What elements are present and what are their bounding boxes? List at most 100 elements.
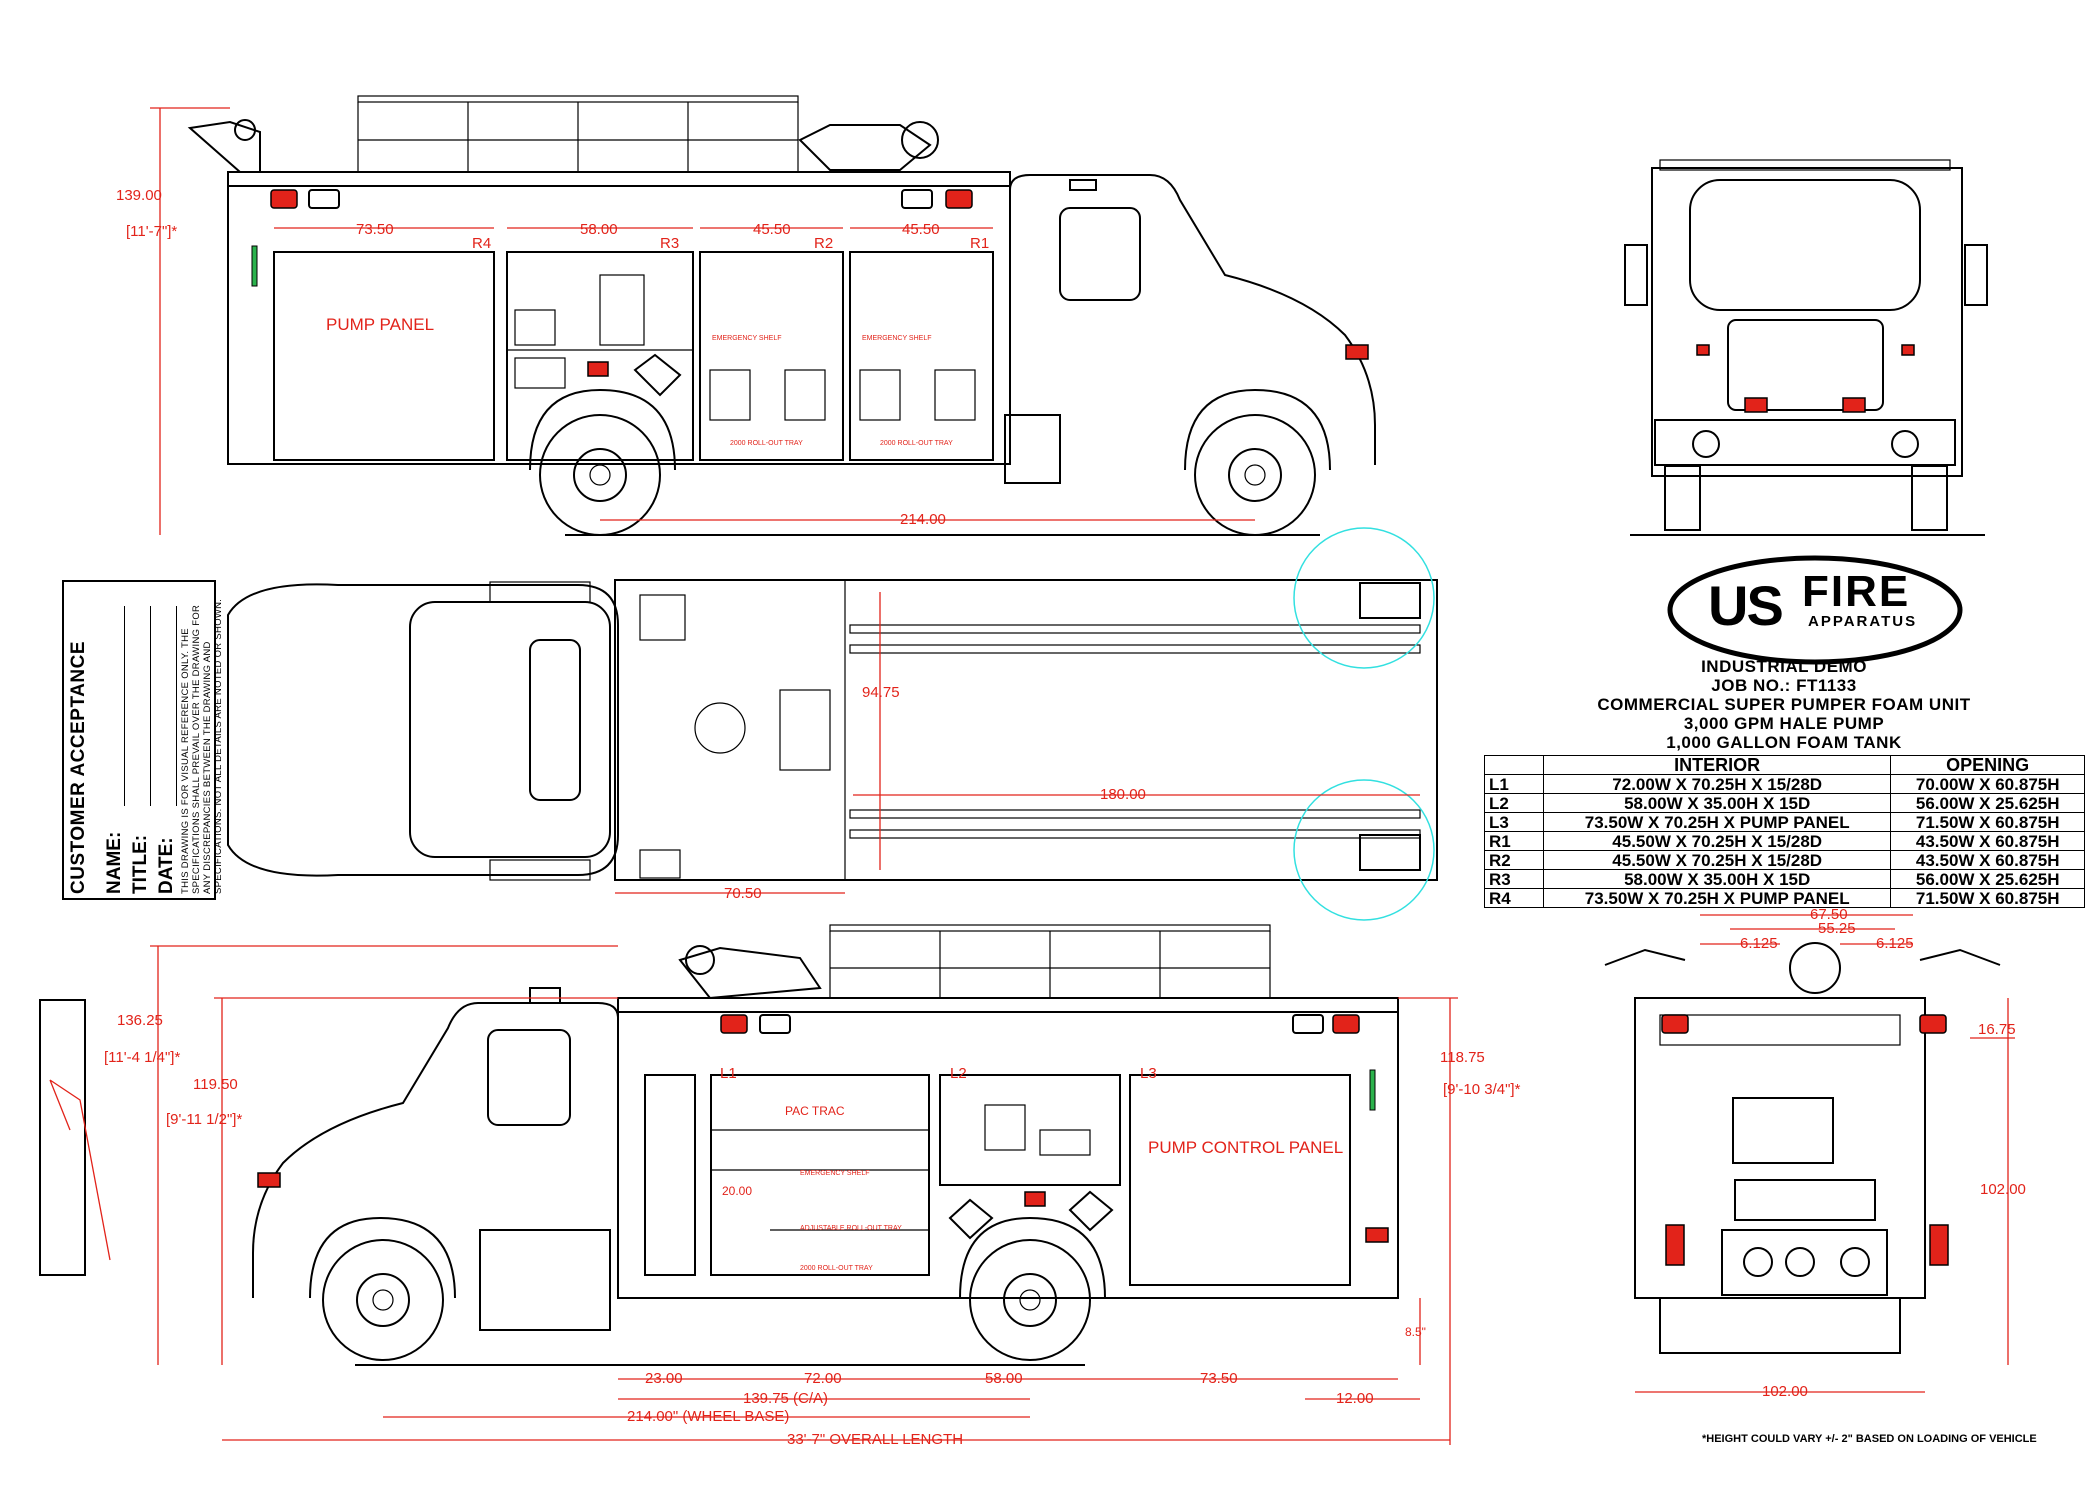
plan-width-dimension: 94.75 [862,684,900,701]
height-dimension-ft: [11'-4 1/4"]* [104,1049,180,1066]
pump-panel-label: PUMP PANEL [326,315,434,334]
table-cell: L2 [1484,793,1544,813]
table-header [1484,755,1544,775]
table-cell: 70.00W X 60.875H [1890,774,2085,794]
table-row: L2 58.00W X 35.00H X 15D 56.00W X 25.625… [1484,793,2085,813]
height-dimension: 136.25 [117,1012,163,1029]
wheelbase-dimension: 214.00" (WHEEL BASE) [627,1408,789,1425]
disclaimer-note: THIS DRAWING IS FOR VISUAL REFERENCE ONL… [180,598,224,894]
table-cell: 45.50W X 70.25H X 15/28D [1542,850,1892,870]
table-cell: L3 [1484,812,1544,832]
plan-length-dimension: 180.00 [1100,786,1146,803]
table-row: R2 45.50W X 70.25H X 15/28D 43.50W X 60.… [1484,850,2085,870]
dimension: 58.00 [580,221,618,238]
height-footnote: *HEIGHT COULD VARY +/- 2" BASED ON LOADI… [1702,1433,2037,1445]
table-row: L1 72.00W X 70.25H X 15/28D 70.00W X 60.… [1484,774,2085,794]
height-dimension: 119.50 [193,1076,238,1093]
table-cell: R2 [1484,850,1544,870]
title-signature-line[interactable] [150,606,151,806]
table-cell: R3 [1484,869,1544,889]
dimension: 58.00 [985,1370,1023,1387]
svg-text:EMERGENCY SHELF: EMERGENCY SHELF [712,335,782,342]
name-label: NAME: [104,831,125,894]
dimension: 12.00 [1336,1390,1374,1407]
front-view [1624,159,1988,536]
name-signature-line[interactable] [124,606,125,806]
rear-dimension: 102.00 [1980,1181,2026,1198]
table-row: R3 58.00W X 35.00H X 15D 56.00W X 25.625… [1484,869,2085,889]
table-cell: 73.50W X 70.25H X PUMP PANEL [1542,812,1892,832]
height-dimension-ft: [9'-10 3/4"]* [1443,1081,1521,1098]
logo-text: US [1708,574,1784,637]
svg-text:ADJUSTABLE ROLL-OUT TRAY: ADJUSTABLE ROLL-OUT TRAY [800,1225,902,1232]
info-line: COMMERCIAL SUPER PUMPER FOAM UNIT [1597,695,1971,714]
table-cell: 71.50W X 60.875H [1890,888,2085,908]
table-cell: 73.50W X 70.25H X PUMP PANEL [1542,888,1892,908]
table-cell: 72.00W X 70.25H X 15/28D [1542,774,1892,794]
customer-acceptance-content: CUSTOMER ACCEPTANCE NAME: TITLE: DATE: T… [64,582,224,898]
dimension: 73.50 [356,221,394,238]
svg-text:2000 ROLL-OUT TRAY: 2000 ROLL-OUT TRAY [730,440,803,447]
dimension: 20.00 [722,1184,752,1198]
dimension: 73.50 [1200,1370,1238,1387]
logo-text: APPARATUS [1808,613,1918,630]
info-line: 3,000 GPM HALE PUMP [1683,714,1885,733]
info-line: 1,000 GALLON FOAM TANK [1666,733,1902,752]
door-table: INTERIOR OPENING L1 72.00W X 70.25H X 15… [1484,755,2085,908]
compartment-label: L3 [1140,1065,1157,1082]
date-label: DATE: [156,837,177,894]
dimension: 23.00 [645,1370,683,1387]
table-cell: 43.50W X 60.875H [1890,850,2085,870]
table-cell: 45.50W X 70.25H X 15/28D [1542,831,1892,851]
plan-view: 94.75 180.00 70.50 [227,527,1438,921]
table-cell: R4 [1484,888,1544,908]
rear-width-dimension: 102.00 [1762,1383,1808,1400]
info-line: JOB NO.: FT1133 [1711,676,1857,695]
table-cell: 56.00W X 25.625H [1890,793,2085,813]
rear-dimension: 16.75 [1978,1021,2016,1038]
height-dimension: 139.00 [116,187,162,204]
pac-trac-label: PAC TRAC [785,1104,845,1118]
table-header: OPENING [1890,755,2085,775]
customer-acceptance-title: CUSTOMER ACCEPTANCE [68,641,89,894]
svg-text:EMERGENCY SHELF: EMERGENCY SHELF [800,1170,870,1177]
rear-dimension: 67.50 [1810,906,1848,923]
customer-acceptance-box: CUSTOMER ACCEPTANCE NAME: TITLE: DATE: T… [62,580,224,900]
side-view-bottom: EMERGENCY SHELF ADJUSTABLE ROLL-OUT TRAY… [39,924,1521,1448]
rear-dimension: 6.125 [1876,935,1914,952]
rear-dimension: 55.25 [1818,920,1856,937]
table-header: INTERIOR [1542,755,1892,775]
us-fire-apparatus-logo: US FIRE APPARATUS [1670,555,1960,660]
compartment-label: L2 [950,1065,967,1082]
height-dimension-ft: [9'-11 1/2"]* [166,1111,242,1128]
svg-text:EMERGENCY SHELF: EMERGENCY SHELF [862,335,932,342]
logo-text: FIRE [1802,567,1911,616]
table-cell: R1 [1484,831,1544,851]
svg-text:2000 ROLL-OUT TRAY: 2000 ROLL-OUT TRAY [880,440,953,447]
compartment-label: R4 [472,235,491,252]
table-cell: L1 [1484,774,1544,794]
plan-offset-dimension: 70.50 [724,885,762,902]
side-view-top: EMERGENCY SHELF EMERGENCY SHELF 2000 ROL… [116,95,1376,536]
dimension: 72.00 [804,1370,842,1387]
ground-clearance: 8.5" [1405,1325,1426,1339]
dimension: 45.50 [753,221,791,238]
table-cell: 58.00W X 35.00H X 15D [1542,793,1892,813]
height-dimension: 118.75 [1440,1049,1485,1066]
title-label: TITLE: [130,834,151,894]
height-dimension-ft: [11'-7"]* [126,223,177,240]
table-cell: 58.00W X 35.00H X 15D [1542,869,1892,889]
info-line: INDUSTRIAL DEMO [1701,657,1867,676]
rear-dimension: 6.125 [1740,935,1778,952]
table-row: L3 73.50W X 70.25H X PUMP PANEL 71.50W X… [1484,812,2085,832]
wheelbase-dimension: 214.00 [900,511,946,528]
compartment-label: R3 [660,235,679,252]
compartment-label: L1 [720,1065,737,1082]
date-signature-line[interactable] [176,606,177,806]
compartment-label: R2 [814,235,833,252]
pump-control-panel-label: PUMP CONTROL PANEL [1148,1138,1343,1157]
compartment-label: R1 [970,235,989,252]
table-cell: 43.50W X 60.875H [1890,831,2085,851]
ca-dimension: 139.75 (C/A) [743,1390,828,1407]
